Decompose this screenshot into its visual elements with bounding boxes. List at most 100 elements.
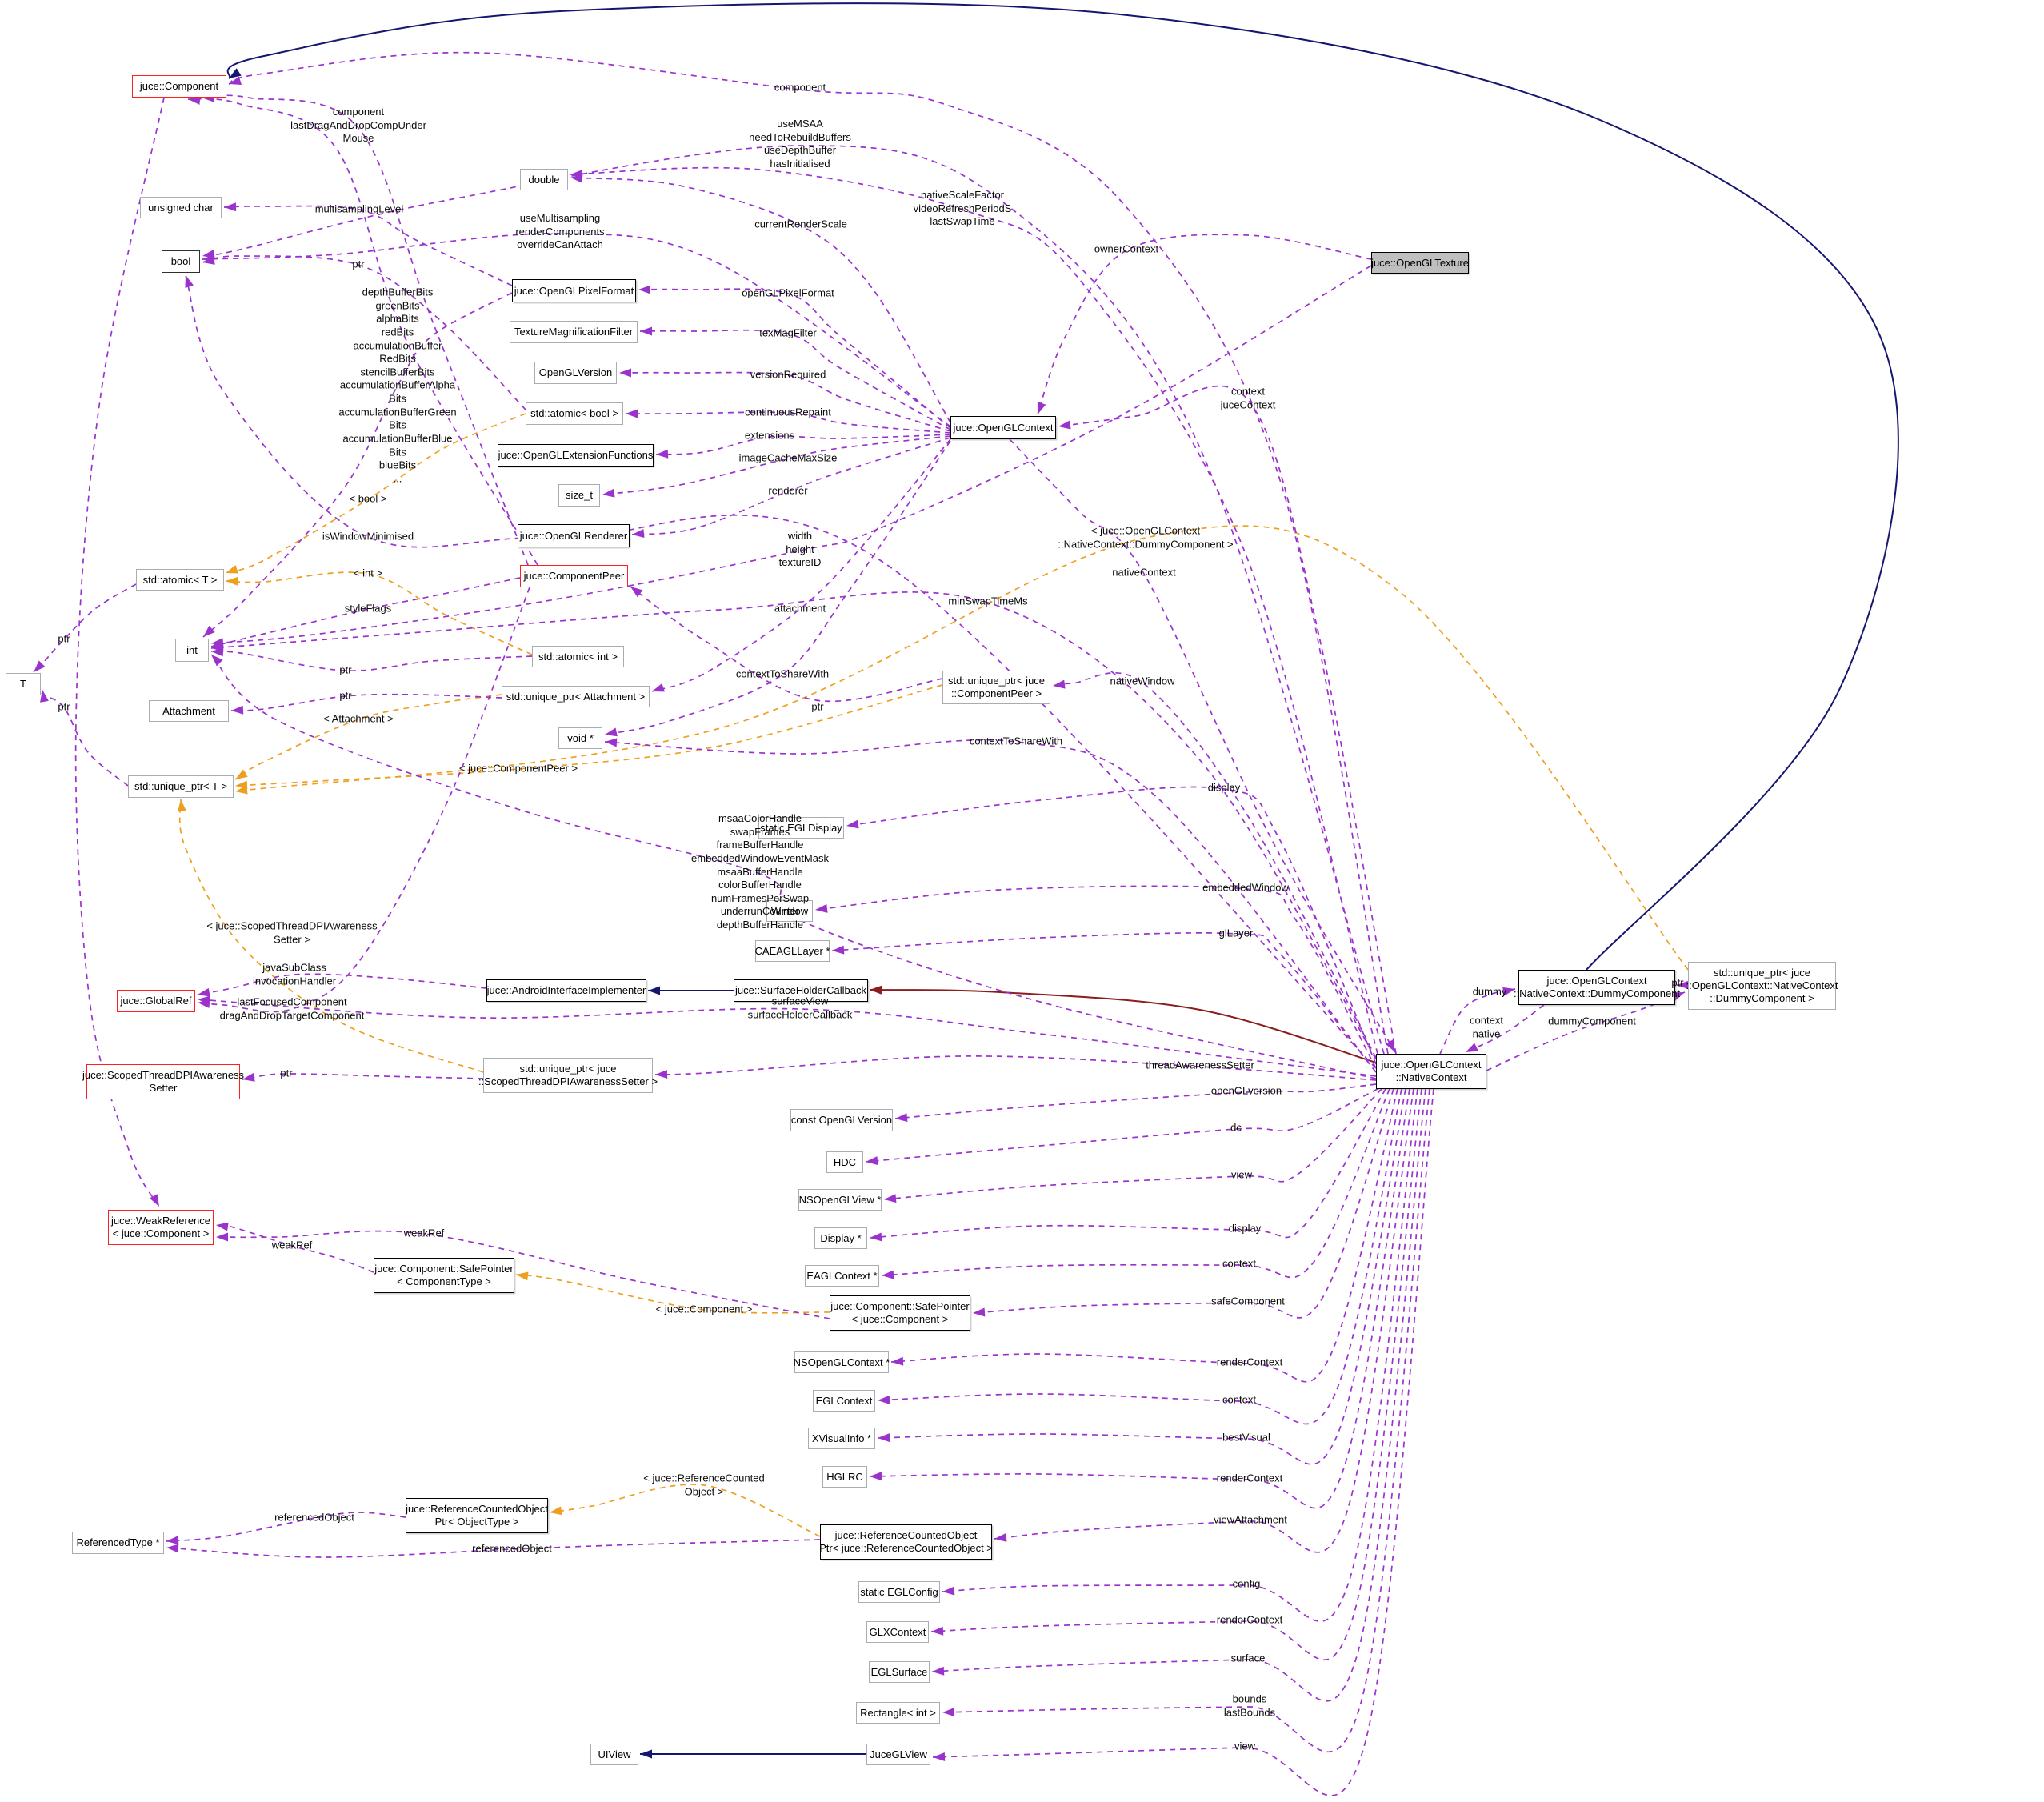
edge-label: < juce::Component > bbox=[655, 1303, 753, 1315]
edge-nativectx-juceglview bbox=[932, 1088, 1434, 1796]
node-glctx[interactable]: juce::OpenGLContext bbox=[950, 416, 1056, 439]
edge-label: versionRequired bbox=[750, 368, 826, 381]
edge-atomT-T bbox=[33, 583, 137, 673]
edge-glctx-voidp bbox=[604, 440, 951, 737]
edge-label: < Attachment > bbox=[323, 712, 394, 725]
node-glver: OpenGLVersion bbox=[534, 362, 617, 384]
node-dpi[interactable]: juce::ScopedThreadDPIAwareness Setter bbox=[82, 1064, 244, 1099]
node-spCT[interactable]: juce::Component::SafePointer < Component… bbox=[374, 1258, 514, 1293]
node-weakref[interactable]: juce::WeakReference < juce::Component > bbox=[108, 1210, 214, 1245]
edge-nativectx-rcopRC bbox=[994, 1088, 1414, 1553]
edge-label: ownerContext bbox=[1094, 242, 1159, 255]
edge-label: depthBufferBits greenBits alphaBits redB… bbox=[338, 286, 457, 485]
edge-label: < juce::ReferenceCounted Object > bbox=[643, 1472, 765, 1497]
edge-label: context native bbox=[1470, 1014, 1503, 1039]
node-aii[interactable]: juce::AndroidInterfaceImplementer bbox=[486, 979, 646, 1002]
edge-nativectx-eaglctx bbox=[881, 1088, 1390, 1279]
edge-uptrDPI-dpi bbox=[242, 1072, 484, 1082]
edge-label: renderContext bbox=[1216, 1472, 1283, 1484]
node-atombool: std::atomic< bool > bbox=[526, 402, 623, 425]
node-glxctx: GLXContext bbox=[866, 1621, 929, 1643]
edge-uptrDPI-uptrT bbox=[177, 799, 484, 1073]
edge-nativectx-nsview bbox=[883, 1088, 1382, 1203]
edge-label: surface bbox=[1230, 1652, 1266, 1664]
edge-label: dc bbox=[1230, 1121, 1242, 1134]
edge-label: javaSubClass invocationHandler bbox=[252, 961, 337, 987]
node-atomT: std::atomic< T > bbox=[136, 569, 224, 591]
node-glrenderer[interactable]: juce::OpenGLRenderer bbox=[518, 524, 630, 547]
edge-label: context bbox=[1222, 1257, 1256, 1270]
edge-label: context juceContext bbox=[1220, 385, 1276, 410]
edge-atombool-bool bbox=[202, 255, 526, 410]
edge-uptrT-T bbox=[40, 689, 129, 787]
edge-nativectx-glxctx bbox=[930, 1088, 1422, 1661]
edge-label: msaaColorHandle swapFrames frameBufferHa… bbox=[691, 812, 829, 931]
node-gltex[interactable]: juce::OpenGLTexture bbox=[1371, 252, 1469, 274]
node-pixfmt[interactable]: juce::OpenGLPixelFormat bbox=[512, 279, 636, 302]
edge-glctx-glver bbox=[618, 368, 951, 432]
edge-nativectx-hdc bbox=[865, 1088, 1378, 1166]
edge-label: view bbox=[1234, 1740, 1256, 1752]
node-reftype: ReferencedType * bbox=[72, 1532, 164, 1554]
node-nsglctx: NSOpenGLContext * bbox=[794, 1352, 890, 1373]
edge-label: threadAwarenessSetter bbox=[1146, 1059, 1254, 1071]
node-rcopOT[interactable]: juce::ReferenceCountedObject Ptr< Object… bbox=[406, 1498, 548, 1533]
edge-peer-int bbox=[210, 577, 521, 648]
node-uiview: UIView bbox=[590, 1744, 638, 1765]
edge-rcopRC-reftype bbox=[166, 1539, 821, 1558]
edge-glctx-extfn bbox=[655, 434, 951, 459]
edge-nativectx-spC bbox=[972, 1088, 1394, 1319]
edge-nativectx-rectint bbox=[942, 1088, 1430, 1753]
node-double: double bbox=[520, 169, 568, 190]
edge-aii-globalref bbox=[197, 973, 487, 997]
node-nativectx[interactable]: juce::OpenGLContext ::NativeContext bbox=[1376, 1054, 1486, 1089]
node-caeagl: CAEAGLLayer * bbox=[755, 940, 830, 962]
edge-peer-component bbox=[187, 95, 538, 566]
edge-label: minSwapTimeMs bbox=[948, 595, 1028, 607]
edge-nativectx-eglDisplay bbox=[846, 786, 1377, 1065]
edge-nativectx-uptrPeer bbox=[1052, 672, 1377, 1059]
node-atomint: std::atomic< int > bbox=[532, 646, 624, 667]
node-uptrDummy: std::unique_ptr< juce ::OpenGLContext::N… bbox=[1686, 962, 1838, 1010]
node-uptrT: std::unique_ptr< T > bbox=[128, 775, 234, 798]
node-attach: Attachment bbox=[149, 700, 229, 722]
edge-label: < bool > bbox=[349, 492, 387, 505]
node-peer[interactable]: juce::ComponentPeer bbox=[520, 565, 628, 587]
edge-label: config bbox=[1232, 1577, 1261, 1590]
node-globalref[interactable]: juce::GlobalRef bbox=[117, 990, 195, 1012]
node-eglsurf: EGLSurface bbox=[869, 1661, 930, 1683]
edge-nativectx-shc bbox=[869, 985, 1377, 1063]
node-nsview: NSOpenGLView * bbox=[798, 1189, 882, 1211]
edge-label: surfaceView surfaceHolderCallback bbox=[747, 995, 853, 1020]
node-spC[interactable]: juce::Component::SafePointer < juce::Com… bbox=[830, 1295, 970, 1331]
node-hdc: HDC bbox=[826, 1151, 863, 1173]
edge-spCT-weakref bbox=[215, 1222, 374, 1273]
edge-label: contextToShareWith bbox=[735, 667, 830, 680]
node-display: Display * bbox=[814, 1227, 867, 1249]
edge-nativectx-bool bbox=[202, 145, 1385, 1055]
node-shc[interactable]: juce::SurfaceHolderCallback bbox=[734, 979, 868, 1002]
edge-pixfmt-uchar bbox=[223, 202, 513, 286]
edge-glctx-texmag bbox=[639, 326, 951, 430]
node-extfn[interactable]: juce::OpenGLExtensionFunctions bbox=[498, 444, 654, 467]
edge-label: currentRenderScale bbox=[754, 218, 847, 230]
edge-label: component bbox=[774, 81, 826, 94]
edge-nativectx-constVer bbox=[894, 1083, 1377, 1123]
node-juceglview: JuceGLView bbox=[866, 1744, 930, 1765]
node-rcopRC[interactable]: juce::ReferenceCountedObject Ptr< juce::… bbox=[819, 1524, 993, 1560]
node-eaglctx: EAGLContext * bbox=[805, 1265, 879, 1287]
edge-label: nativeWindow bbox=[1110, 675, 1175, 687]
edge-label: weakRef bbox=[271, 1239, 313, 1251]
edge-label: < juce::ScopedThreadDPIAwareness Setter … bbox=[206, 919, 378, 945]
edge-label: texMagFilter bbox=[759, 326, 817, 339]
edge-glctx-nativectx bbox=[1009, 438, 1396, 1053]
node-dummycomp[interactable]: juce::OpenGLContext ::NativeContext::Dum… bbox=[1514, 970, 1680, 1005]
edge-dummycomp-nativectx bbox=[1465, 1004, 1545, 1053]
edge-label: useMSAA needToRebuildBuffers useDepthBuf… bbox=[749, 117, 851, 170]
node-T: T bbox=[6, 673, 41, 695]
edge-glctx-sizet bbox=[602, 435, 951, 498]
edge-label: dummy bbox=[1472, 985, 1507, 998]
node-component[interactable]: juce::Component bbox=[132, 75, 226, 98]
edge-nativectx-eglcfg bbox=[942, 1088, 1418, 1622]
